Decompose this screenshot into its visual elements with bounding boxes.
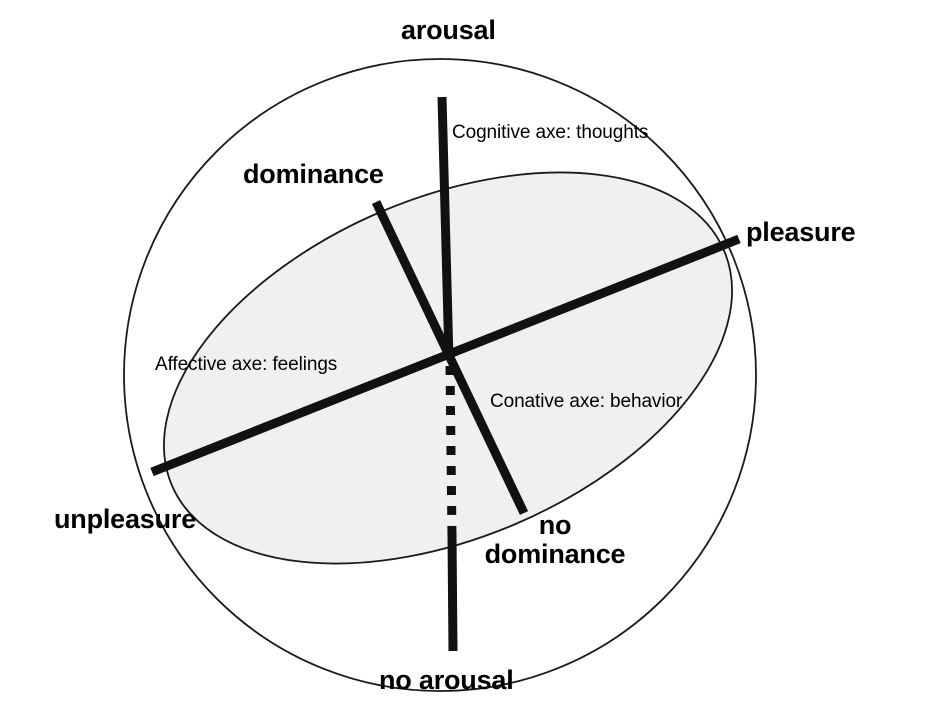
pole-label-no-arousal: no arousal [379,665,514,695]
pole-label-pleasure: pleasure [746,217,856,247]
axis-label-conative: Conative axe: behavior [490,391,683,412]
axis-line-cognitive-lower [447,533,458,652]
axis-label-cognitive: Cognitive axe: thoughts [452,122,649,143]
pole-label-no-dominance: no dominance [484,510,626,570]
pole-label-unpleasure: unpleasure [54,504,197,534]
axis-line-conative [371,200,529,515]
axis-label-affective: Affective axe: feelings [155,354,338,375]
axis-line-cognitive-upper [437,96,454,361]
pole-label-arousal: arousal [401,15,496,45]
axis-line-cognitive-dotted [445,365,457,538]
sphere-outline [123,58,757,692]
pole-label-dominance: dominance [243,159,384,189]
